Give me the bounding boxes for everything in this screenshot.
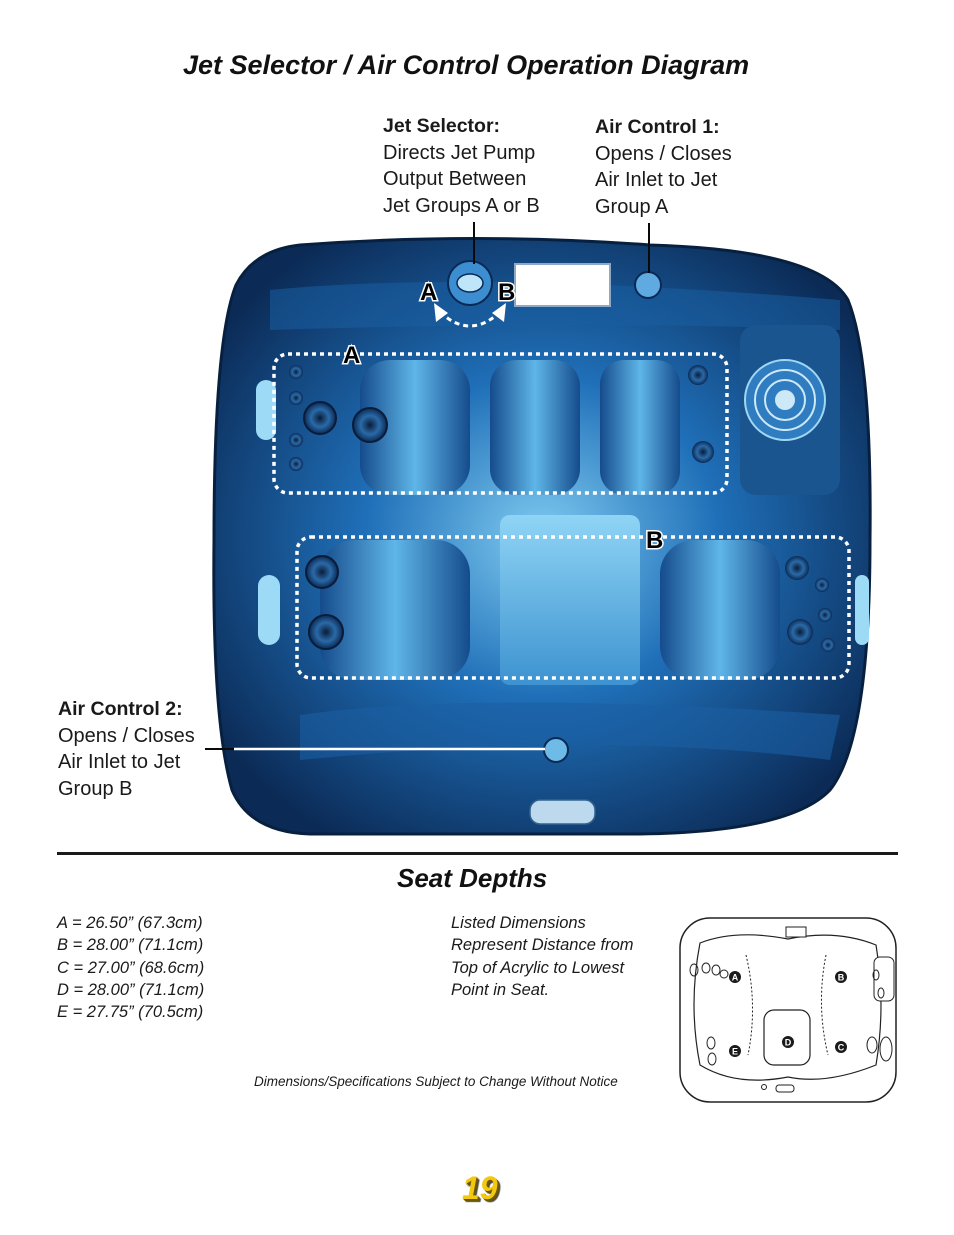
- selector-a-label: A: [420, 279, 437, 306]
- jet-selector-knob-icon[interactable]: [447, 260, 493, 306]
- seat-map-divider-right: [820, 954, 829, 1056]
- upper-seats: [360, 360, 680, 495]
- seat-map-label: D: [785, 1038, 792, 1048]
- dimension-note-line: Point in Seat.: [451, 980, 550, 999]
- air-control-2-line: Air Inlet to Jet: [58, 751, 181, 773]
- jet-group-b-outline: [295, 535, 851, 680]
- disclaimer-text: Dimensions/Specifications Subject to Cha…: [254, 1074, 618, 1089]
- air-control-1-line: Opens / Closes: [595, 142, 732, 165]
- control-display-panel: [514, 263, 611, 307]
- seat-depth-item: D = 28.00” (71.1cm): [57, 980, 205, 999]
- arrowhead-right-icon: [492, 303, 506, 322]
- jet-selector-line: Jet Groups A or B: [383, 194, 540, 217]
- page-number: 19: [462, 1170, 498, 1206]
- filter-housing: [740, 325, 840, 495]
- air-control-1-knob-icon[interactable]: [634, 271, 662, 299]
- topside-control-pad: [529, 799, 596, 825]
- air-control-2-knob-icon[interactable]: [543, 737, 569, 763]
- seat-map-control-pad: [775, 1084, 795, 1093]
- air-control-1-callout: Air Control 1: Opens / Closes Air Inlet …: [595, 114, 732, 220]
- section-divider: [57, 852, 898, 855]
- seat-map-air-knob: [761, 1084, 767, 1090]
- seat-depth-list: A = 26.50” (67.3cm) B = 28.00” (71.1cm) …: [57, 912, 204, 1023]
- dimension-note-line: Listed Dimensions: [451, 914, 586, 932]
- page-title: Jet Selector / Air Control Operation Dia…: [183, 50, 750, 80]
- seat-map-label: C: [838, 1043, 845, 1053]
- jet-selector-callout: Jet Selector: Directs Jet Pump Output Be…: [383, 113, 540, 219]
- seat-map-inner: [693, 934, 882, 1081]
- seat-depth-item: A = 26.50” (67.3cm): [57, 914, 203, 932]
- air-control-2-line: Group B: [58, 777, 133, 800]
- seat-map-label: A: [732, 973, 739, 983]
- selector-b-label: B: [498, 279, 515, 306]
- seat-map-jets: [689, 962, 893, 1066]
- dimension-note: Listed Dimensions Represent Distance fro…: [451, 912, 634, 1001]
- right-pillow-lower: [855, 575, 869, 645]
- spa-bottom-rim: [300, 702, 840, 760]
- jet-group-b-jets: [305, 555, 835, 652]
- seat-depth-item: B = 28.00” (71.1cm): [57, 936, 204, 955]
- dimension-note-line: Represent Distance from: [451, 936, 634, 955]
- seat-map-labels: A B C D E: [729, 971, 847, 1057]
- left-pillow-lower: [258, 575, 280, 645]
- left-pillow-upper: [256, 380, 276, 440]
- air-control-2-line: Opens / Closes: [58, 724, 195, 747]
- air-control-1-line: Air Inlet to Jet: [595, 169, 718, 191]
- arrowhead-left-icon: [434, 303, 448, 322]
- air-control-1-line: Group A: [595, 195, 669, 218]
- seat-map-footwell: [763, 1009, 811, 1066]
- jet-group-a-jets: [289, 365, 714, 471]
- dimension-note-line: Top of Acrylic to Lowest: [451, 958, 625, 977]
- air-control-1-heading: Air Control 1:: [595, 116, 720, 138]
- seat-map-label: B: [838, 973, 845, 983]
- spa-top-view-diagram: A B A B: [205, 222, 872, 836]
- seat-depth-item: E = 27.75” (70.5cm): [57, 1003, 204, 1022]
- lower-seats: [320, 540, 780, 680]
- seat-map-diagram: A B C D E: [679, 917, 897, 1103]
- air-control-2-callout: Air Control 2: Opens / Closes Air Inlet …: [58, 696, 195, 802]
- jet-group-a-outline: [272, 352, 729, 495]
- seat-map-label: E: [732, 1047, 738, 1057]
- air-control-2-heading: Air Control 2:: [58, 698, 183, 720]
- jet-selector-line: Output Between: [383, 168, 527, 190]
- seat-depths-title: Seat Depths: [397, 863, 548, 893]
- jet-selector-line: Directs Jet Pump: [383, 141, 536, 164]
- seat-map-control-box: [785, 926, 807, 938]
- jet-selector-heading: Jet Selector:: [383, 115, 501, 137]
- seat-depth-item: C = 27.00” (68.6cm): [57, 958, 205, 977]
- footwell: [500, 515, 640, 685]
- group-a-label: A: [343, 342, 360, 369]
- group-b-label: B: [646, 527, 663, 554]
